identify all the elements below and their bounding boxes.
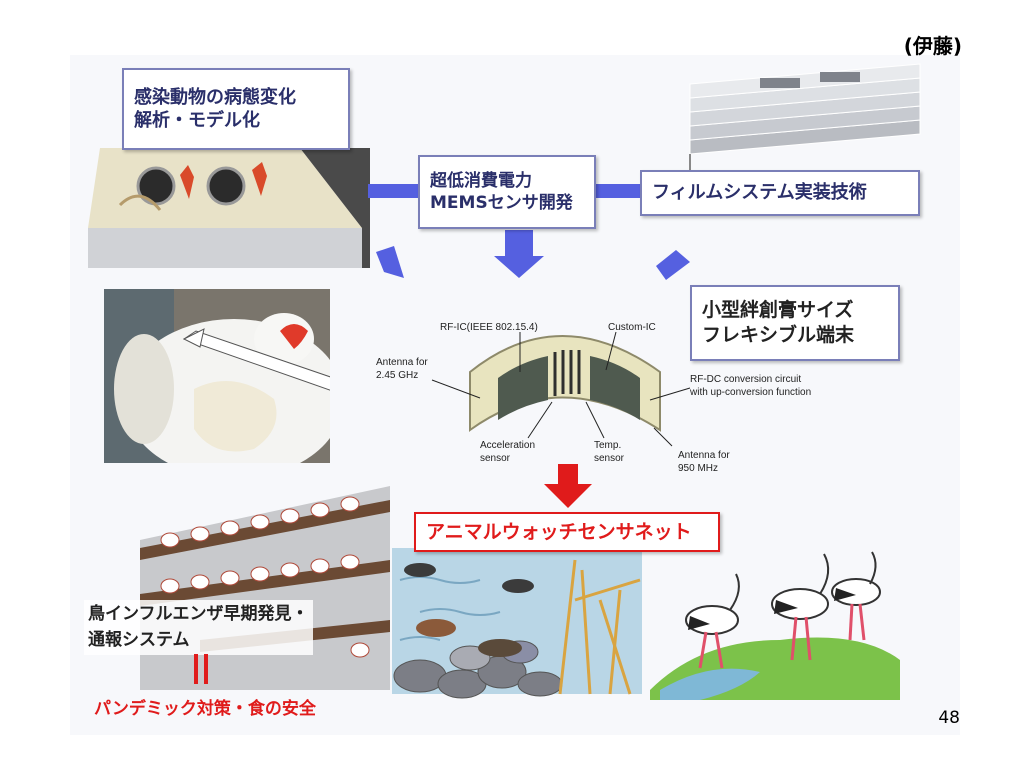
page-number: 48 xyxy=(938,708,960,728)
label-accel-line2: sensor xyxy=(480,452,511,464)
flexible-terminal-box: 小型絆創膏サイズ フレキシブル端末 xyxy=(690,285,900,361)
mems-line1: 超低消費電力 xyxy=(430,170,532,191)
bird-flu-early-detection-text: 鳥インフルエンザ早期発見・ 通報システム xyxy=(84,600,313,655)
watch-line1: アニマルウォッチセンサネット xyxy=(426,520,692,543)
label-custom-ic-text: Custom-IC xyxy=(608,322,656,333)
analysis-line2: 解析・モデル化 xyxy=(134,110,260,131)
label-antenna-245-line1: Antenna for xyxy=(376,357,428,368)
mems-line2: MEMSセンサ開発 xyxy=(430,193,573,213)
flexible-sensor-illustration xyxy=(431,331,691,447)
label-rfdc-circuit: RF-DC conversion circuit with up-convers… xyxy=(690,374,811,399)
bird-line1: 鳥インフルエンザ早期発見・ xyxy=(88,604,309,624)
label-temp-line2: sensor xyxy=(594,452,625,464)
hen-photo-drawing xyxy=(104,289,330,463)
label-antenna-245-line2: 2.45 GHz xyxy=(376,369,419,381)
blue-arrows xyxy=(368,184,690,280)
label-rfdc-line2: with up-conversion function xyxy=(690,386,812,398)
label-rfic-text: RF-IC(IEEE 802.15.4) xyxy=(440,322,538,333)
isolation-chamber-illustration xyxy=(88,148,370,268)
label-antenna-2-45ghz: Antenna for 2.45 GHz xyxy=(376,357,428,382)
mems-sensor-box: 超低消費電力 MEMSセンサ開発 xyxy=(418,155,596,229)
storks-illustration xyxy=(650,551,900,700)
arrow-mems-down xyxy=(494,230,544,278)
poultry-house-illustration xyxy=(140,486,390,690)
label-antenna-950-line2: 950 MHz xyxy=(678,462,719,474)
label-temp-line1: Temp. xyxy=(594,440,622,451)
equals-mark xyxy=(194,654,208,684)
plaster-line2: フレキシブル端末 xyxy=(702,324,855,346)
pond-ducks-illustration xyxy=(392,548,642,699)
analysis-modeling-box: 感染動物の病態変化 解析・モデル化 xyxy=(122,68,350,150)
hen-photo xyxy=(104,289,330,463)
label-antenna-950mhz: Antenna for 950 MHz xyxy=(678,450,730,475)
label-accel-line1: Acceleration xyxy=(480,440,536,451)
film-stack-illustration xyxy=(689,63,921,180)
arrow-right-down xyxy=(656,250,690,280)
arrow-film-to-mems xyxy=(596,184,640,198)
arrow-analysis-to-mems xyxy=(368,184,418,198)
plaster-line1: 小型絆創膏サイズ xyxy=(702,299,854,322)
label-rfic: RF-IC(IEEE 802.15.4) xyxy=(440,322,538,335)
label-custom-ic: Custom-IC xyxy=(608,322,656,335)
film-system-box: フィルムシステム実装技術 xyxy=(640,170,920,216)
bird-line2: 通報システム xyxy=(88,629,190,650)
film-line1: フィルムシステム実装技術 xyxy=(652,182,867,204)
analysis-line1: 感染動物の病態変化 xyxy=(134,86,296,108)
pandemic-food-safety-text: パンデミック対策・食の安全 xyxy=(94,699,316,719)
animal-watch-sensornet-box: アニマルウォッチセンサネット xyxy=(414,512,720,552)
red-arrow-down xyxy=(544,464,592,508)
label-acceleration-sensor: Acceleration sensor xyxy=(480,440,535,465)
label-temp-sensor: Temp. sensor xyxy=(594,440,624,465)
arrow-left-down xyxy=(376,246,404,278)
label-rfdc-line1: RF-DC conversion circuit xyxy=(690,374,802,385)
author-label: (伊藤) xyxy=(903,34,962,58)
label-antenna-950-line1: Antenna for xyxy=(678,450,730,461)
